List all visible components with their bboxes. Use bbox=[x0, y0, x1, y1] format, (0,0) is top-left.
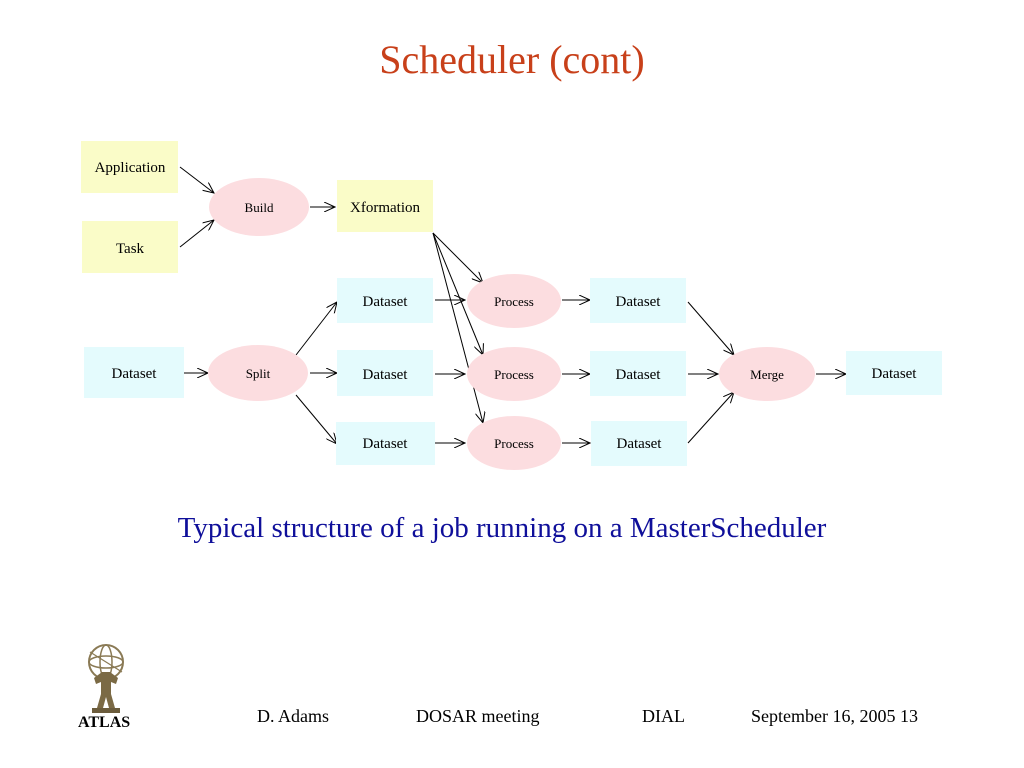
footer-author: D. Adams bbox=[257, 706, 329, 726]
node-dataset-final-label: Dataset bbox=[872, 366, 918, 382]
node-process-1-label: Process bbox=[494, 294, 534, 309]
node-dataset-output-1: Dataset bbox=[590, 278, 686, 323]
edge-task-build bbox=[179, 220, 214, 248]
node-application-label: Application bbox=[95, 160, 166, 176]
footer-project: DIAL bbox=[642, 706, 685, 726]
node-dataset-split-1-label: Dataset bbox=[363, 294, 409, 310]
atlas-logo bbox=[88, 644, 124, 713]
footer-meeting: DOSAR meeting bbox=[416, 706, 540, 726]
footer-date-page: September 16, 2005 13 bbox=[751, 706, 918, 726]
node-dataset-output-3-label: Dataset bbox=[617, 436, 663, 452]
node-dataset-output-3: Dataset bbox=[591, 421, 687, 466]
node-task-label: Task bbox=[116, 241, 145, 257]
atlas-figure-icon bbox=[92, 672, 120, 713]
node-split: Split bbox=[208, 345, 308, 401]
slide-title: Scheduler (cont) bbox=[379, 37, 645, 82]
edge-dataset-3-merge bbox=[687, 392, 734, 444]
edge-split-dataset-1 bbox=[295, 302, 337, 356]
node-dataset-split-3: Dataset bbox=[336, 422, 435, 465]
edge-split-dataset-3 bbox=[295, 394, 337, 444]
edge-xformation-process-1 bbox=[432, 232, 483, 283]
node-dataset-output-2-label: Dataset bbox=[616, 367, 662, 383]
node-merge: Merge bbox=[719, 347, 815, 401]
node-process-3-label: Process bbox=[494, 436, 534, 451]
diagram-caption: Typical structure of a job running on a … bbox=[177, 512, 827, 544]
node-build: Build bbox=[209, 178, 309, 236]
atlas-logo-label: ATLAS bbox=[78, 714, 131, 731]
node-merge-label: Merge bbox=[750, 367, 784, 382]
edge-xformation-process-2 bbox=[432, 232, 483, 355]
edge-xformation-process-3 bbox=[432, 232, 483, 423]
node-dataset-split-2-label: Dataset bbox=[363, 367, 409, 383]
node-process-2: Process bbox=[467, 347, 561, 401]
node-dataset-output-1-label: Dataset bbox=[616, 294, 662, 310]
edges bbox=[179, 166, 846, 444]
node-dataset-output-2: Dataset bbox=[590, 351, 686, 396]
node-split-label: Split bbox=[246, 366, 271, 381]
node-dataset-split-3-label: Dataset bbox=[363, 436, 409, 452]
node-dataset-split-2: Dataset bbox=[337, 350, 433, 396]
node-dataset-final: Dataset bbox=[846, 351, 942, 395]
node-process-2-label: Process bbox=[494, 367, 534, 382]
node-process-1: Process bbox=[467, 274, 561, 328]
node-application: Application bbox=[81, 141, 178, 193]
node-task: Task bbox=[82, 221, 178, 273]
node-build-label: Build bbox=[245, 200, 274, 215]
edge-application-build bbox=[179, 166, 214, 193]
edge-dataset-1-merge bbox=[687, 301, 734, 355]
node-dataset-input-label: Dataset bbox=[112, 366, 158, 382]
node-xformation: Xformation bbox=[337, 180, 433, 232]
node-xformation-label: Xformation bbox=[350, 200, 420, 216]
node-dataset-input: Dataset bbox=[84, 347, 184, 398]
node-dataset-split-1: Dataset bbox=[337, 278, 433, 323]
node-process-3: Process bbox=[467, 416, 561, 470]
